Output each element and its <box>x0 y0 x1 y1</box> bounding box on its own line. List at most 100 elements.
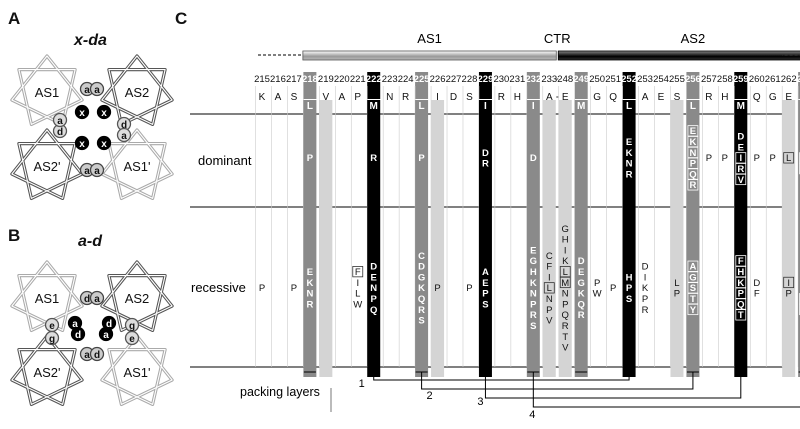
mutation-box <box>687 260 699 272</box>
residue-aa: M <box>577 101 585 112</box>
a-x-4-letter: x <box>101 139 107 150</box>
mutation-letter: I <box>548 272 551 283</box>
mutation-letter: G <box>689 272 696 283</box>
b-a-core-1-letter: a <box>72 319 78 330</box>
b-as2-wheel-inner <box>101 261 173 331</box>
b-a-core-2 <box>98 326 114 342</box>
mutation-letter: E <box>530 245 536 256</box>
mutation-box <box>783 152 795 164</box>
mutation-letter: N <box>530 289 537 300</box>
residue-aa: N <box>386 92 393 103</box>
mutation-letter: T <box>738 310 744 321</box>
mutation-letter: Q <box>418 294 425 305</box>
a-a-left-letter: a <box>57 116 63 127</box>
a-x-2 <box>96 104 112 120</box>
mutation-letter: L <box>547 283 552 294</box>
a-a-left <box>52 112 68 128</box>
mutation-letter: L <box>355 289 360 300</box>
mutation-letter: D <box>642 262 649 273</box>
column-bar-233 <box>542 100 556 377</box>
b-g-left-letter: g <box>49 334 55 345</box>
residue-number: 225 <box>414 74 431 85</box>
mutation-letter: A <box>482 267 489 278</box>
residue-number: 226 <box>430 74 446 85</box>
residue-aa: L <box>626 101 632 112</box>
mutation-letter: S <box>418 316 424 327</box>
a-as2p-wheel-inner <box>11 129 83 199</box>
mutation-letter: T <box>562 332 568 343</box>
mutation-letter: N <box>306 289 313 300</box>
residue-number: 217 <box>286 74 302 85</box>
column-bar-225 <box>415 100 429 377</box>
mutation-letter: I <box>644 272 647 283</box>
b-g-right-letter: g <box>129 321 135 332</box>
residue-number: 231 <box>509 74 525 85</box>
mutation-letter: V <box>562 343 569 354</box>
mutation-box <box>735 276 747 289</box>
mutation-letter: P <box>754 153 760 164</box>
mutation-letter: E <box>738 142 744 153</box>
mutation-box <box>687 136 699 148</box>
mutation-letter: K <box>626 148 633 159</box>
as2-region-bar <box>557 50 800 61</box>
mutation-letter: N <box>546 294 553 305</box>
residue-number: 223 <box>382 74 398 85</box>
mutation-box <box>735 266 747 278</box>
mutation-letter: P <box>642 294 648 305</box>
residue-header-bg <box>686 72 700 99</box>
mutation-letter: C <box>546 251 553 262</box>
mutation-box <box>687 168 699 180</box>
residue-aa: R <box>705 92 712 103</box>
residue-aa: I <box>532 101 535 112</box>
b-as1-label: AS1 <box>35 291 60 306</box>
b-d-bot-2 <box>89 346 105 362</box>
mutation-letter: Q <box>562 310 569 321</box>
residue-aa: A <box>546 92 553 103</box>
mutation-letter: P <box>706 153 712 164</box>
residue-number: 221 <box>350 74 366 85</box>
mutation-letter: K <box>737 278 744 289</box>
mutation-box <box>543 282 555 294</box>
mutation-letter: R <box>306 299 313 310</box>
mutation-letter: S <box>530 321 536 332</box>
mutation-letter: L <box>674 278 679 289</box>
a-as1p-wheel-inner <box>101 129 173 199</box>
a-x-2-letter: x <box>101 108 107 119</box>
residue-header-bg <box>798 72 800 99</box>
column-bar-232 <box>526 100 540 377</box>
b-d-core-2-letter: d <box>106 319 112 330</box>
mutation-box <box>687 282 699 294</box>
a-x-4 <box>96 135 112 151</box>
residue-aa: A <box>338 92 345 103</box>
mutation-letter: P <box>626 283 633 294</box>
mutation-letter: P <box>291 283 297 294</box>
residue-aa: G <box>593 92 601 103</box>
mutation-letter: V <box>546 316 553 327</box>
residue-aa: V <box>323 92 330 103</box>
packing-layer-4-connector <box>532 372 800 408</box>
residue-header-bg <box>478 72 492 99</box>
a-a-pair-top-2 <box>89 81 105 97</box>
a-d-right-letter: d <box>121 120 127 131</box>
a-x-1 <box>74 104 90 120</box>
mutation-letter: S <box>482 299 488 310</box>
mutation-letter: P <box>418 153 425 164</box>
mutation-letter: K <box>642 283 649 294</box>
residue-number: 220 <box>334 74 350 85</box>
mutation-letter: E <box>371 272 377 283</box>
panel-c-letter: C <box>175 9 188 28</box>
mutation-letter: K <box>578 289 585 300</box>
residue-number: 230 <box>493 74 509 85</box>
residue-number: 229 <box>478 74 494 85</box>
residue-aa: H <box>721 92 728 103</box>
residue-header-bg <box>415 72 429 99</box>
mutation-letter: G <box>530 256 537 267</box>
column-bar-219 <box>319 100 333 377</box>
residue-aa: S <box>291 92 298 103</box>
a-x-3-letter: x <box>79 139 85 150</box>
mutation-letter: H <box>562 235 569 246</box>
mutation-letter: K <box>562 256 569 267</box>
mutation-letter: P <box>690 159 697 170</box>
packing-layers-label: packing layers <box>240 385 320 399</box>
